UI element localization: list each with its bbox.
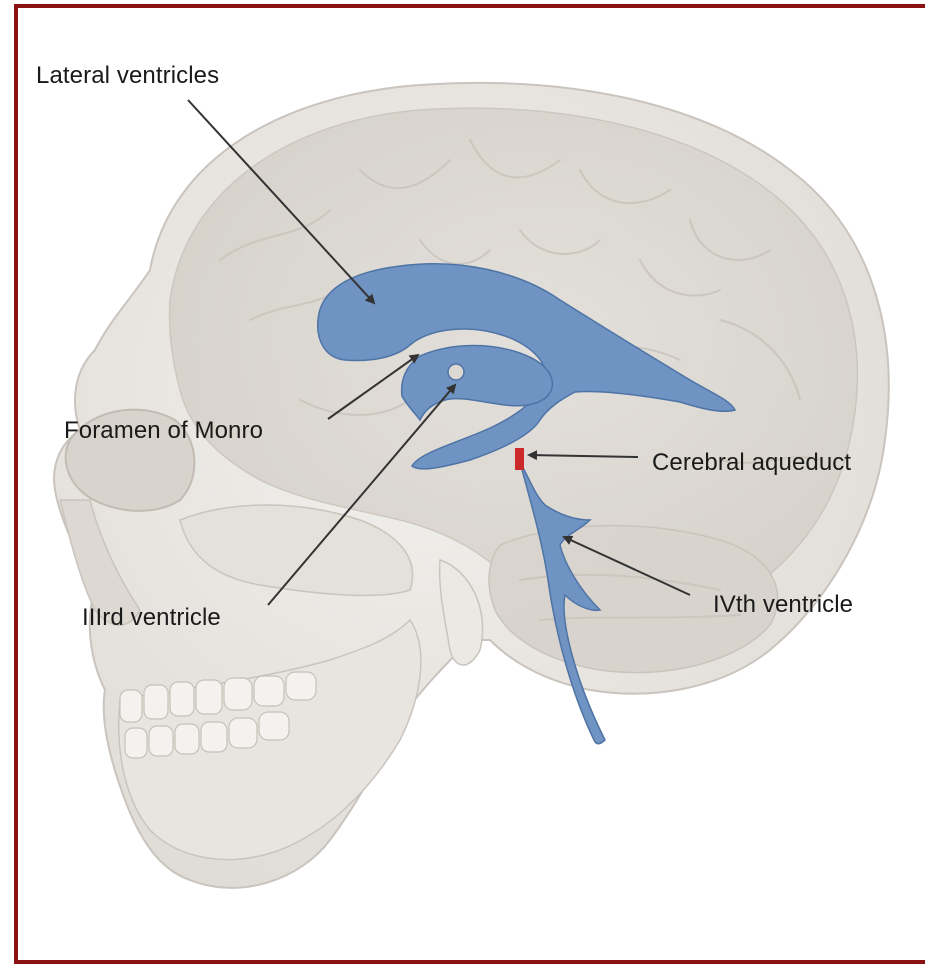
label-fourth-ventricle: IVth ventricle bbox=[713, 591, 853, 619]
label-cerebral-aqueduct: Cerebral aqueduct bbox=[652, 449, 851, 477]
label-lateral-ventricles: Lateral ventricles bbox=[36, 62, 219, 90]
label-third-ventricle: IIIrd ventricle bbox=[82, 604, 221, 632]
cerebral-aqueduct-shape bbox=[515, 448, 524, 470]
label-foramen-of-monro: Foramen of Monro bbox=[64, 417, 263, 445]
